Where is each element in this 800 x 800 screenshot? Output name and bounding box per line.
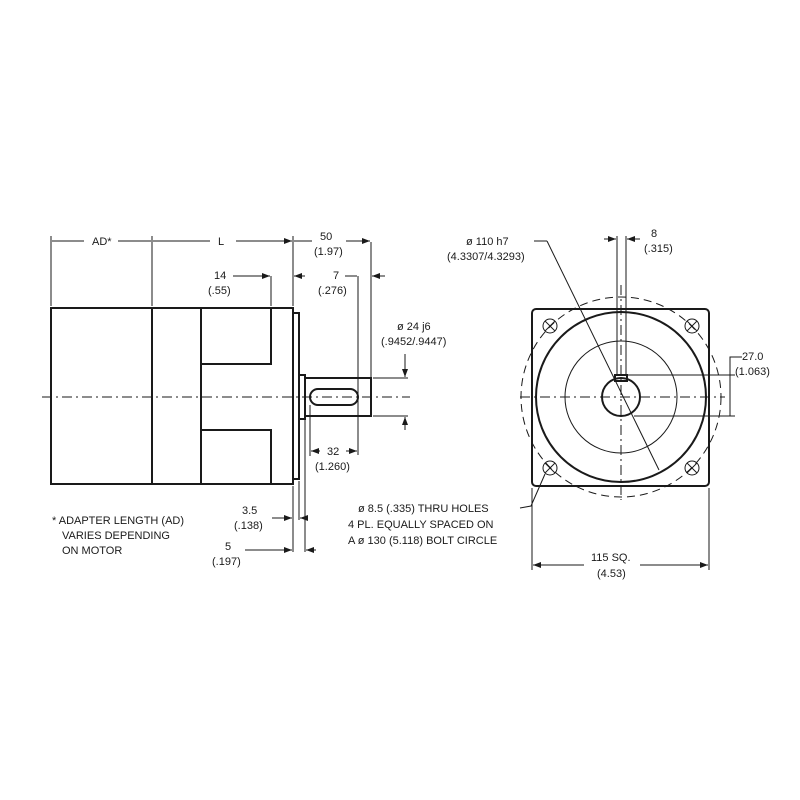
dim-14: 14 [214, 270, 226, 282]
dim-l: L [218, 236, 224, 248]
holes-note-line-1: ø 8.5 (.335) THRU HOLES [358, 503, 489, 515]
dim-14-in: (.55) [208, 285, 231, 297]
dim-pilot-diameter: ø 110 h7 [466, 236, 509, 248]
side-view: AD* L 50 (1.97) 14 (.55) 7 (.276) ø 24 j… [42, 231, 446, 568]
dim-shaft-length-in: (1.97) [314, 246, 343, 258]
dim-key-length: 32 [327, 446, 339, 458]
dim-flange-thickness: 5 [225, 541, 231, 553]
dim-key-offset: 7 [333, 270, 339, 282]
dim-shaft-diameter: ø 24 j6 [397, 321, 431, 333]
dim-shaft-length: 50 [320, 231, 332, 243]
dim-shaft-diameter-in: (.9452/.9447) [381, 336, 446, 348]
holes-note-line-3: A ø 130 (5.118) BOLT CIRCLE [348, 535, 497, 547]
dim-pilot-diameter-in: (4.3307/4.3293) [447, 251, 525, 263]
dim-ad: AD* [92, 236, 112, 248]
adapter-note-line-3: ON MOTOR [62, 545, 122, 557]
adapter-note-line-2: VARIES DEPENDING [62, 530, 170, 542]
dim-key-offset-in: (.276) [318, 285, 347, 297]
dim-flange-thickness-in: (.197) [212, 556, 241, 568]
motor-body [50, 307, 294, 485]
dim-pilot: 3.5 [242, 505, 257, 517]
dim-square-in: (4.53) [597, 568, 626, 580]
dim-pilot-in: (.138) [234, 520, 263, 532]
dim-key-length-in: (1.260) [315, 461, 350, 473]
dim-square: 115 SQ. [591, 552, 631, 564]
end-view: ø 110 h7 (4.3307/4.3293) 8 (.315) 27.0 (… [348, 228, 770, 580]
holes-note-line-2: 4 PL. EQUALLY SPACED ON [348, 519, 494, 531]
dim-key-width: 8 [651, 228, 657, 240]
dim-key-height-in: (1.063) [735, 366, 770, 378]
dim-key-height: 27.0 [742, 351, 763, 363]
adapter-note-line-1: * ADAPTER LENGTH (AD) [52, 515, 184, 527]
dim-key-width-in: (.315) [644, 243, 673, 255]
